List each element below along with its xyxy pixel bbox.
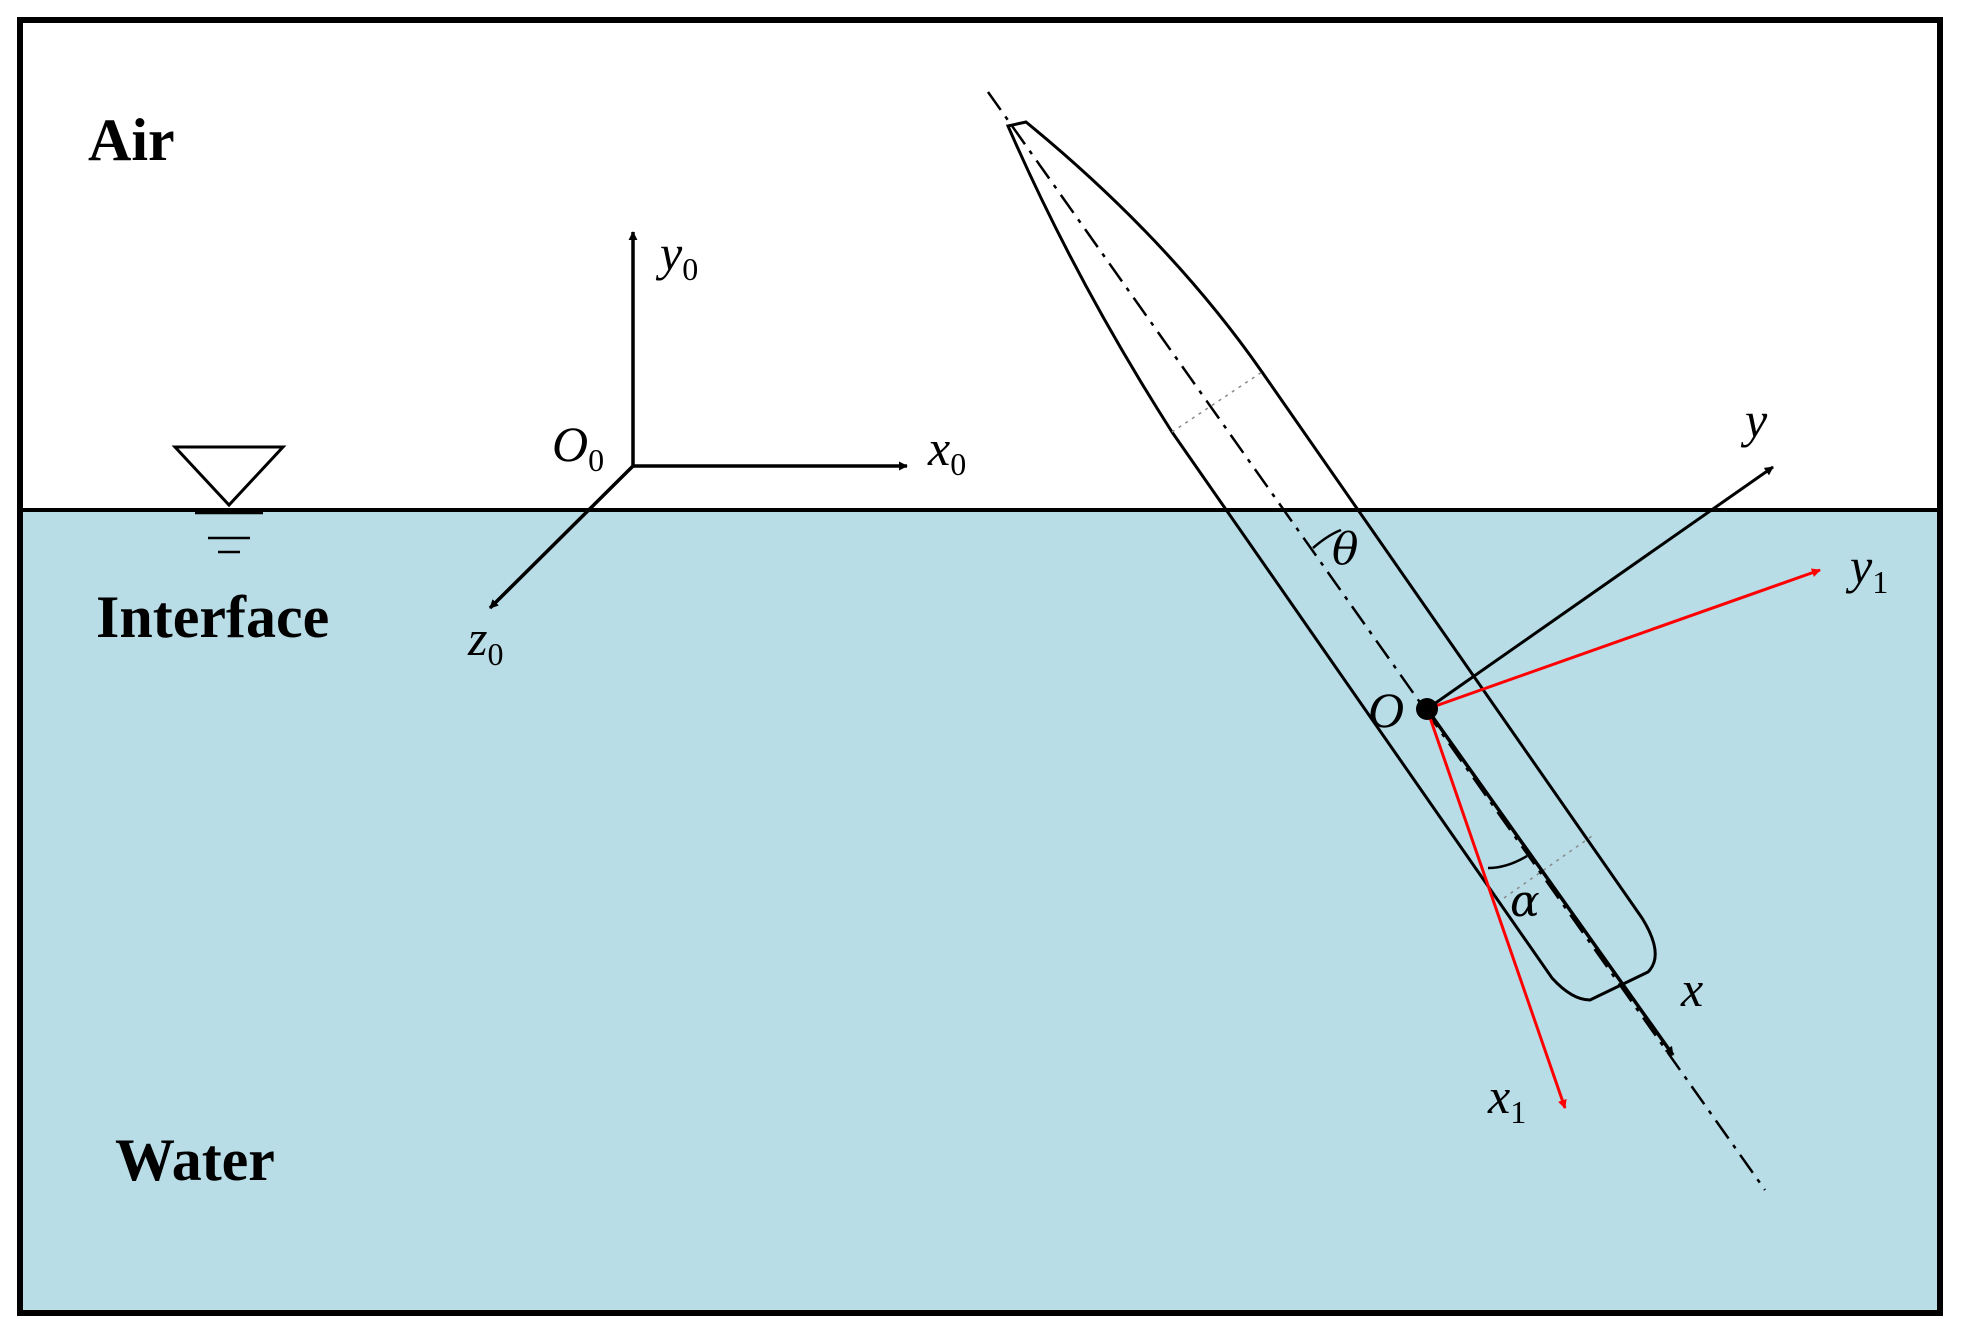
water-region bbox=[20, 510, 1940, 1313]
x1-axis bbox=[1425, 708, 1567, 1109]
origin-o0-label: O0 bbox=[552, 416, 604, 478]
projectile-body bbox=[1005, 120, 1657, 1002]
z0-label: z0 bbox=[467, 610, 503, 672]
air-label: Air bbox=[88, 107, 175, 173]
origin-o-label: O bbox=[1368, 682, 1404, 738]
water-level-icon bbox=[171, 445, 287, 554]
nose-section-line bbox=[1171, 371, 1263, 433]
y1-label: y1 bbox=[1845, 538, 1888, 600]
x-label: x bbox=[1680, 961, 1703, 1017]
x1-label: x1 bbox=[1487, 1068, 1526, 1130]
body-origin-dot bbox=[1416, 698, 1438, 720]
x-axis bbox=[1425, 707, 1675, 1057]
y-label: y bbox=[1740, 392, 1768, 448]
ground-coordinate-system bbox=[488, 231, 908, 610]
water-label: Water bbox=[115, 1127, 275, 1193]
z0-axis bbox=[488, 464, 635, 610]
theta-arc bbox=[1312, 528, 1342, 549]
interface-label: Interface bbox=[96, 584, 329, 650]
y0-label: y0 bbox=[655, 225, 698, 287]
tail-section-line bbox=[1503, 835, 1593, 899]
projectile-centerline bbox=[986, 91, 1767, 1191]
y1-axis bbox=[1426, 568, 1821, 711]
alpha-label: α bbox=[1510, 876, 1540, 927]
alpha-arc bbox=[1487, 854, 1528, 870]
air-region bbox=[20, 20, 1940, 510]
y-axis bbox=[1426, 465, 1774, 711]
frame-border bbox=[17, 17, 1943, 1316]
x0-label: x0 bbox=[927, 420, 966, 482]
theta-label: θ bbox=[1332, 524, 1359, 575]
